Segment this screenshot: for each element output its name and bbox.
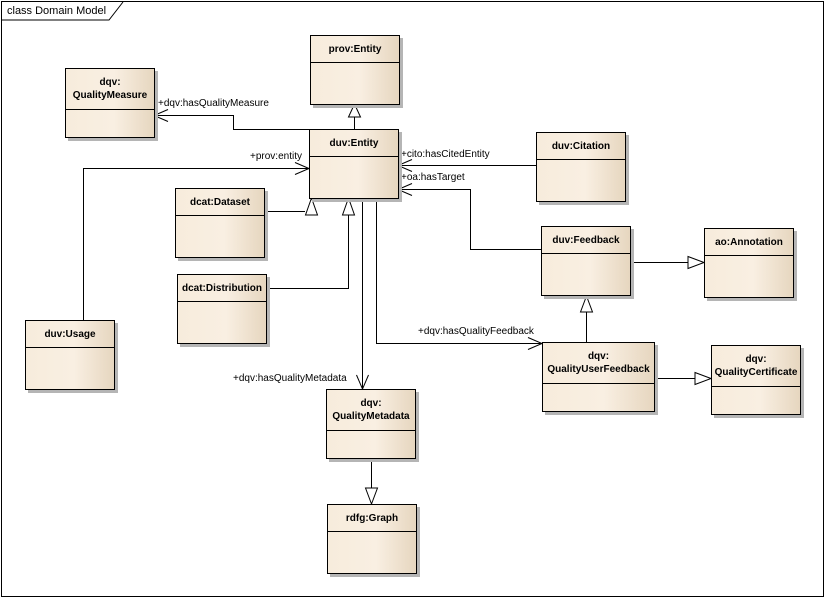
role-has-target: +oa:hasTarget	[401, 172, 465, 183]
class-name-prefix: dqv:	[587, 351, 610, 362]
class-feedback[interactable]: duv:Feedback	[541, 226, 631, 296]
class-name: dqv: QualityUserFeedback	[543, 343, 654, 384]
assoc-has-quality-feedback-line[interactable]	[376, 198, 543, 344]
frame-tab-outline	[1, 1, 124, 21]
class-name: duv:Usage	[26, 321, 114, 348]
class-name: dcat:Distribution	[178, 275, 266, 302]
class-name: dqv: QualityMeasure	[66, 69, 154, 110]
class-name-prefix: dqv:	[745, 354, 767, 365]
class-name: prov:Entity	[311, 36, 399, 63]
role-has-quality-metadata: +dqv:hasQualityMetadata	[233, 373, 347, 384]
class-name: rdfg:Graph	[328, 505, 416, 532]
class-citation[interactable]: duv:Citation	[536, 132, 626, 202]
class-name-prefix: dqv:	[360, 398, 382, 409]
gen-userfeedback-certificate-arrowhead	[694, 371, 713, 386]
class-quality-certificate[interactable]: dqv: QualityCertificate	[711, 345, 801, 415]
role-prov-entity: +prov:entity	[250, 151, 302, 162]
class-name-local: QualityCertificate	[714, 367, 798, 378]
class-name-prefix: dqv:	[99, 77, 121, 88]
class-name-local: QualityUserFeedback	[547, 364, 650, 375]
class-name: ao:Annotation	[705, 229, 793, 256]
assoc-has-quality-measure-line[interactable]	[154, 115, 309, 130]
class-name: duv:Citation	[537, 133, 625, 160]
class-distribution[interactable]: dcat:Distribution	[177, 274, 267, 344]
class-duv-entity[interactable]: duv:Entity	[309, 129, 399, 199]
class-annotation[interactable]: ao:Annotation	[704, 228, 794, 298]
role-has-cited-entity: +cito:hasCitedEntity	[401, 149, 490, 160]
role-has-quality-measure: +dqv:hasQualityMeasure	[158, 98, 269, 109]
class-name-local: QualityMetadata	[332, 411, 410, 422]
assoc-has-target-line[interactable]	[398, 189, 541, 250]
class-name: dcat:Dataset	[176, 189, 264, 216]
frame-title: class Domain Model	[7, 5, 107, 17]
gen-distribution-entity-line[interactable]	[266, 215, 349, 289]
class-name: duv:Feedback	[542, 227, 630, 254]
class-name-local: QualityMeasure	[72, 90, 148, 101]
role-has-quality-feedback: +dqv:hasQualityFeedback	[418, 326, 534, 337]
class-prov-entity[interactable]: prov:Entity	[310, 35, 400, 105]
class-name: dqv: QualityMetadata	[327, 390, 415, 431]
class-quality-metadata[interactable]: dqv: QualityMetadata	[326, 389, 416, 459]
class-name: dqv: QualityCertificate	[712, 346, 800, 387]
gen-userfeedback-feedback-arrowhead	[579, 294, 594, 313]
gen-metadata-graph-arrowhead	[364, 487, 379, 506]
class-name: duv:Entity	[310, 130, 398, 157]
gen-distribution-entity-arrowhead	[341, 196, 356, 216]
class-quality-user-feedback[interactable]: dqv: QualityUserFeedback	[542, 342, 655, 412]
gen-entity-prov-arrowhead	[347, 102, 362, 118]
class-quality-measure[interactable]: dqv: QualityMeasure	[65, 68, 155, 138]
class-usage[interactable]: duv:Usage	[25, 320, 115, 390]
class-dataset[interactable]: dcat:Dataset	[175, 188, 265, 258]
gen-feedback-annotation-arrowhead	[687, 255, 706, 270]
assoc-prov-entity-line[interactable]	[83, 168, 310, 321]
gen-dataset-entity-arrowhead	[304, 196, 319, 216]
class-graph[interactable]: rdfg:Graph	[327, 504, 417, 574]
